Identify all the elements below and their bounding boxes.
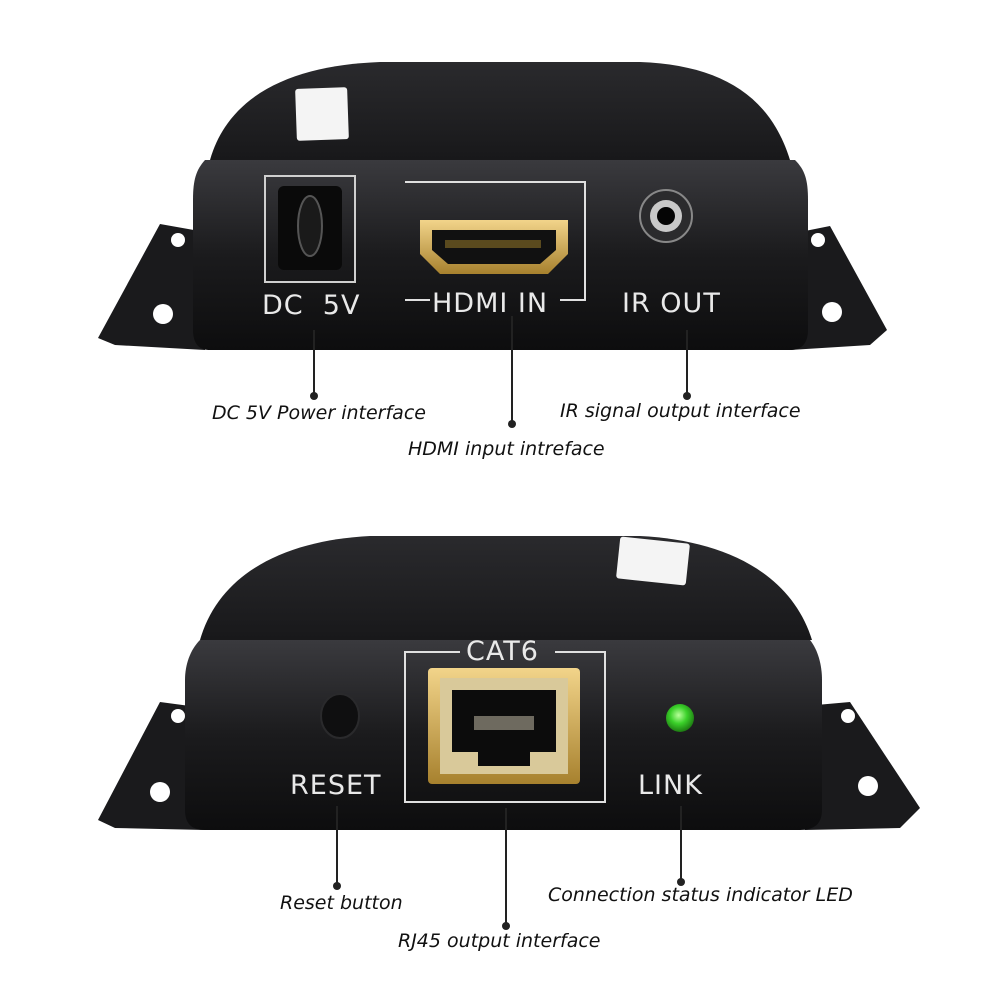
hdmi-input-callout: HDMI input intreface [408, 438, 605, 460]
rj45-output-callout: RJ45 output interface [398, 930, 601, 952]
cat6-port-label: CAT6 [466, 636, 539, 667]
flange-screw-hole [811, 233, 825, 247]
flange-screw-hole [171, 233, 185, 247]
reset-button [320, 693, 360, 739]
right-mounting-flange [805, 702, 920, 830]
housing-top [210, 62, 790, 160]
hdmi-in-port-label: HDMI IN [432, 288, 549, 319]
flange-screw-hole [822, 302, 842, 322]
top-extender-unit [98, 62, 887, 350]
led-callout: Connection status indicator LED [548, 884, 853, 906]
flange-screw-hole [150, 782, 170, 802]
flange-screw-hole [841, 709, 855, 723]
ir-out-jack-hole [657, 207, 675, 225]
hdmi-contacts [445, 240, 541, 248]
hdmi-leader-line [508, 316, 516, 428]
left-mounting-flange [98, 224, 205, 350]
right-mounting-flange [790, 226, 887, 350]
ir-output-callout: IR signal output interface [560, 400, 801, 422]
bottom-extender-unit [98, 536, 920, 830]
flange-screw-hole [171, 709, 185, 723]
cat6-port-frame [404, 651, 606, 803]
led-leader-line [677, 806, 685, 886]
dc-power-callout: DC 5V Power interface [212, 402, 426, 424]
top-sticker [616, 536, 690, 586]
hdmi-port-frame [405, 181, 586, 301]
dc-leader-line [310, 330, 318, 400]
left-mounting-flange [98, 702, 205, 830]
dc-5v-port-label: DC 5V [262, 290, 361, 321]
reset-leader-line [333, 806, 341, 890]
reset-button-callout: Reset button [280, 892, 403, 914]
rj45-contacts [474, 716, 534, 730]
flange-screw-hole [858, 776, 878, 796]
dc-jack-frame [264, 175, 356, 283]
rj45-leader-line [502, 808, 510, 930]
flange-screw-hole [153, 304, 173, 324]
top-sticker [295, 87, 349, 141]
reset-label: RESET [290, 770, 382, 801]
link-label: LINK [638, 770, 703, 801]
link-led [666, 704, 694, 732]
housing-top [200, 536, 812, 640]
ir-leader-line [683, 330, 691, 400]
dc-jack-pin [297, 195, 323, 257]
ir-out-port-label: IR OUT [622, 288, 721, 319]
